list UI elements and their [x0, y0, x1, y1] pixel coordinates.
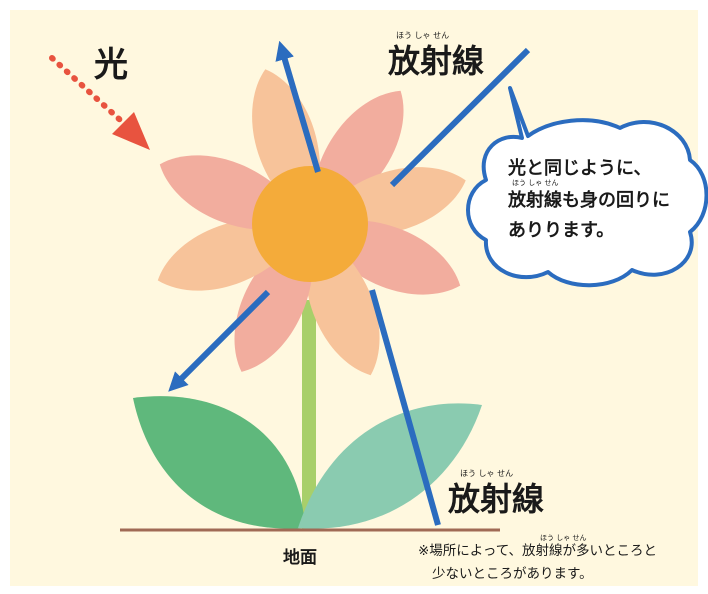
- radiation-top-ruby: ほう しゃ せん: [396, 31, 449, 40]
- radiation-bottom-ruby: ほう しゃ せん: [460, 469, 513, 478]
- bubble-text-line3: ありります。: [508, 220, 614, 241]
- bubble-text-line1: 光と同じように、: [507, 157, 651, 179]
- bubble-text-ruby: ほう しゃ せん: [512, 179, 558, 187]
- ground-label: 地面: [283, 547, 317, 568]
- note-line2: 少ないところがあります。: [432, 566, 593, 582]
- bubble-text-line2: 放射線も身の回りに: [507, 189, 670, 211]
- radiation-arrow-down-left: [168, 289, 271, 392]
- radiation-arrow-up: [275, 40, 321, 173]
- light-arrow-head: [112, 112, 150, 150]
- light-label: 光: [94, 45, 128, 85]
- leaf-right: [298, 403, 482, 529]
- radiation-bottom-label: 放射線: [448, 480, 544, 518]
- radiation-top-label: 放射線: [388, 42, 484, 80]
- note-line1: ※場所によって、放射線が多いところと: [418, 542, 657, 559]
- leaf-left: [133, 396, 305, 529]
- note-ruby: ほう しゃ せん: [540, 534, 586, 542]
- flower-center: [252, 166, 368, 282]
- flower-stem: [302, 300, 316, 530]
- radiation-line-vertical: [369, 289, 441, 526]
- radiation-line-diagonal: [389, 47, 531, 188]
- speech-bubble: [466, 86, 708, 288]
